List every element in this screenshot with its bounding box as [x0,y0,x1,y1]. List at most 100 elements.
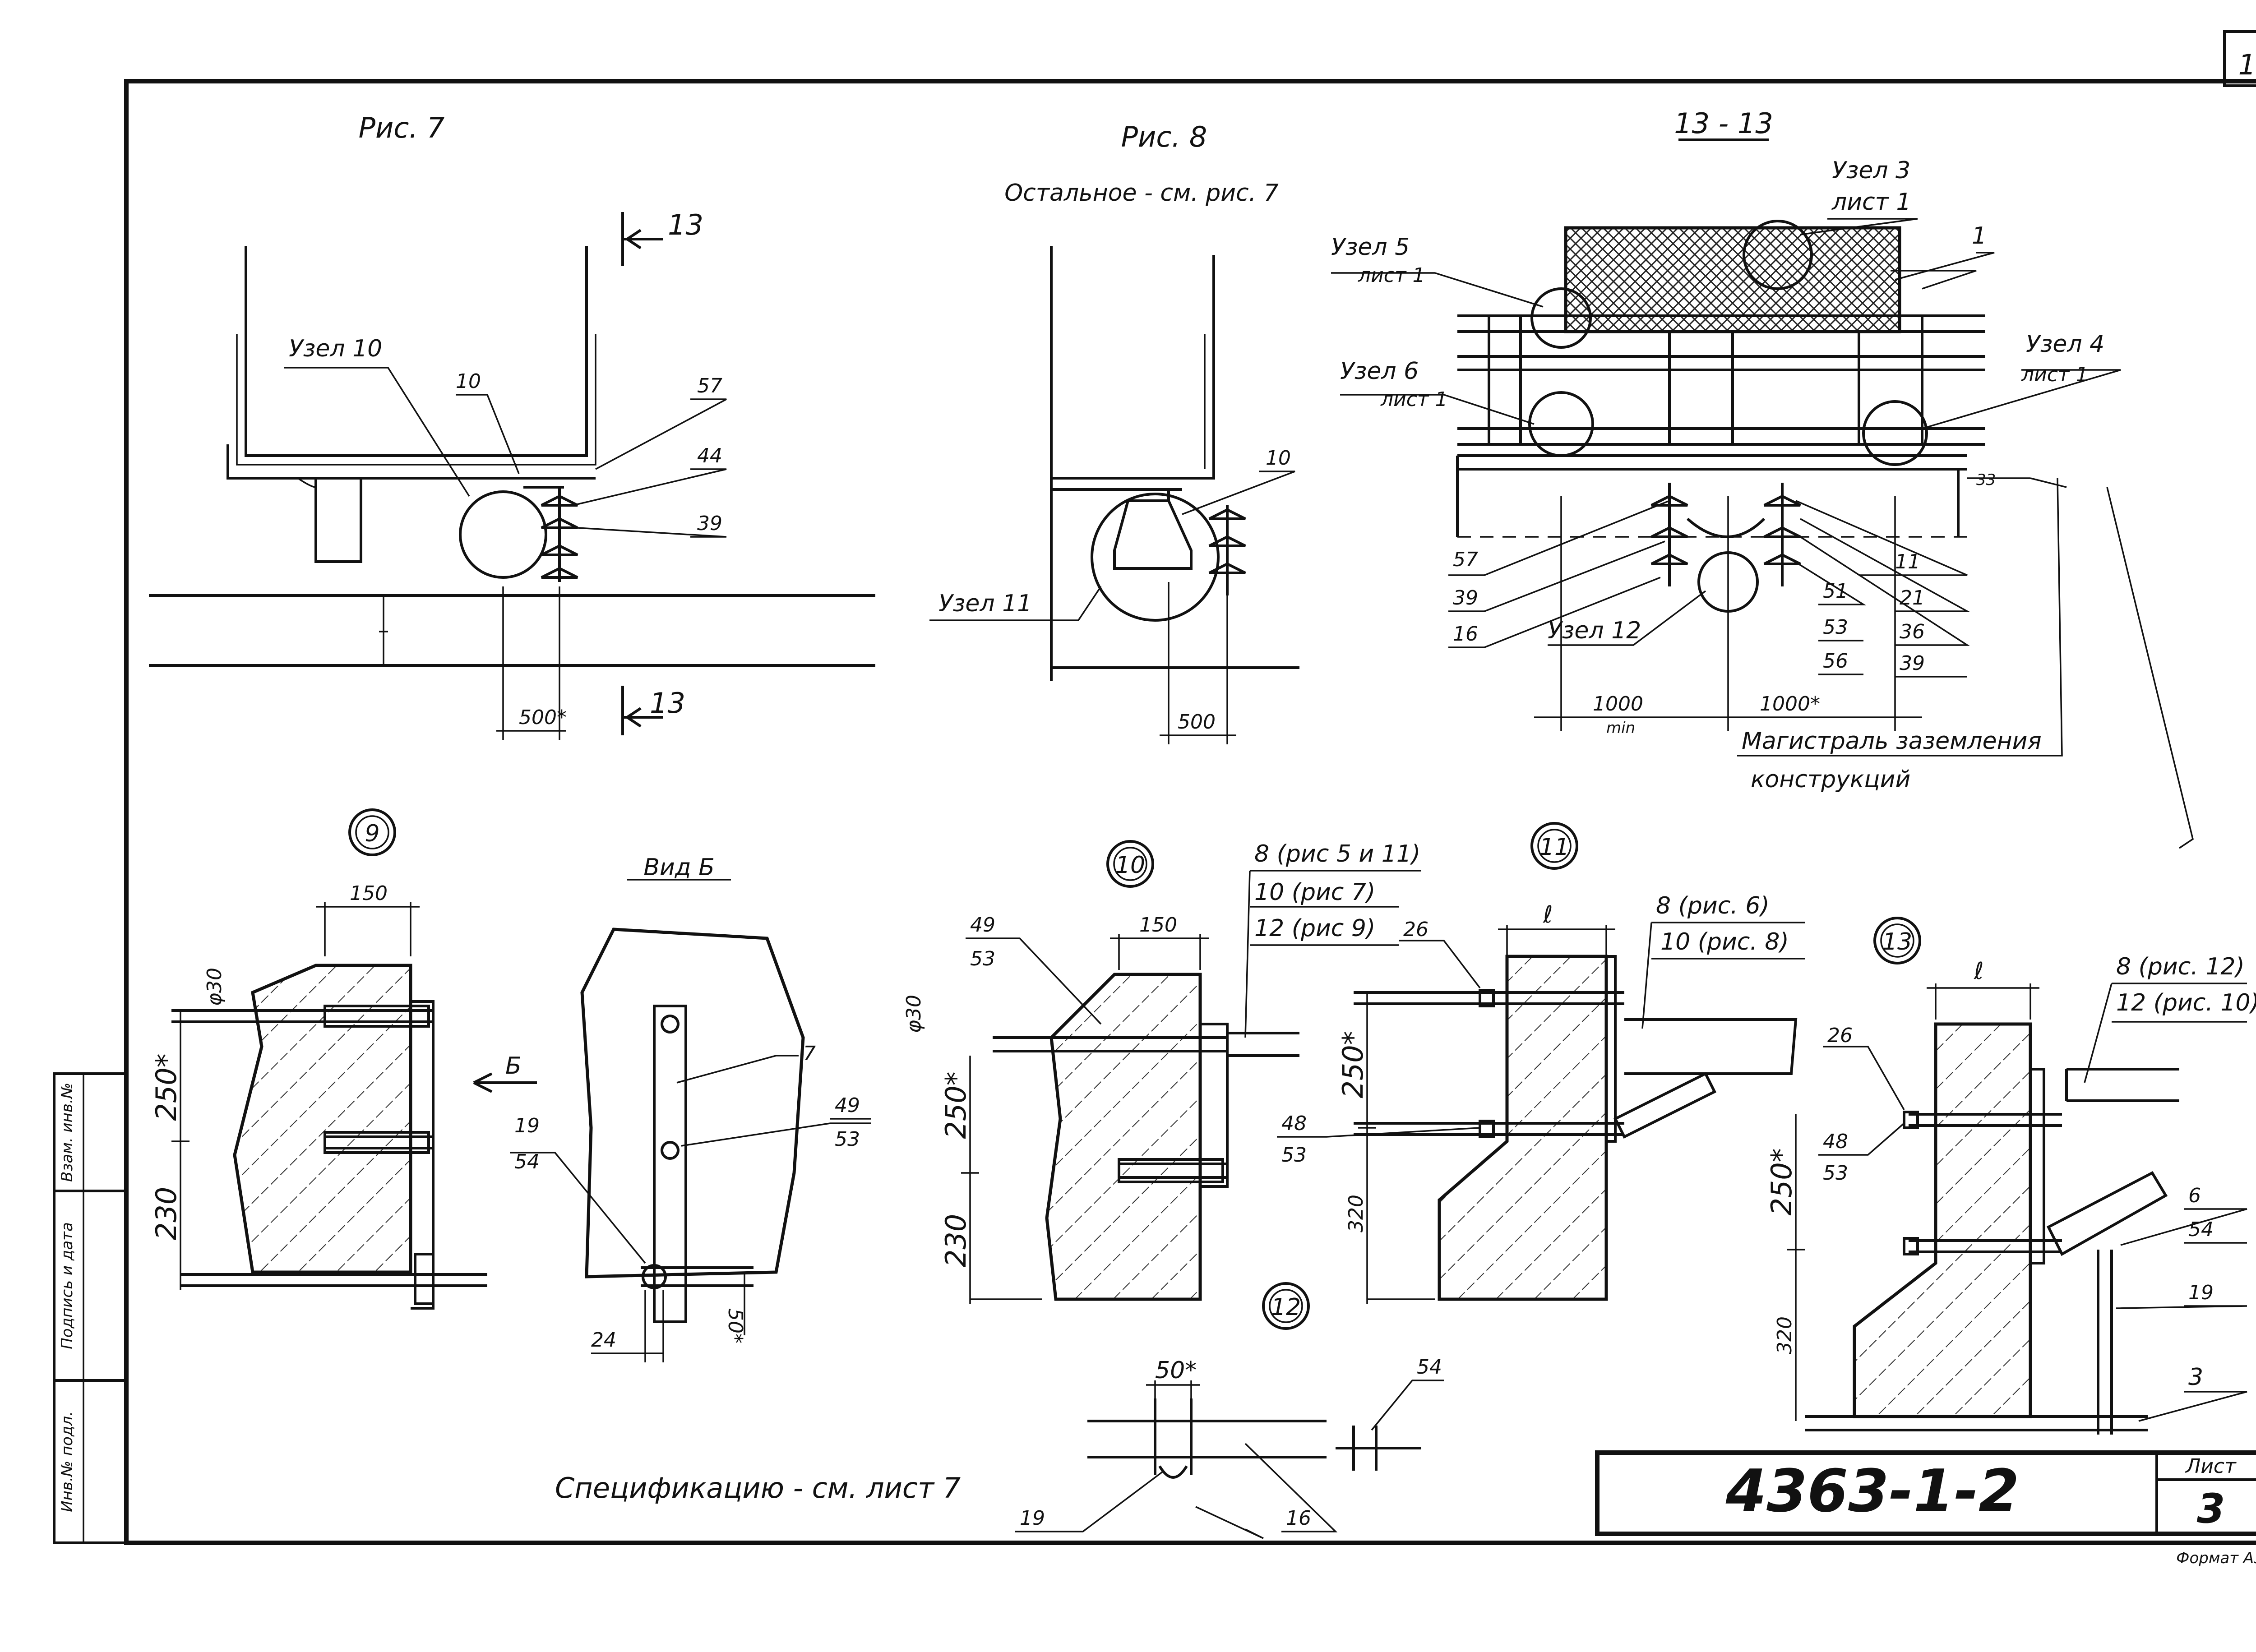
detail-11: 11 ℓ 250* 320 26 48 53 8 (рис. 6) 10 (ри… [1277,822,1805,1304]
svg-text:7: 7 [803,1042,816,1065]
stamp-field-sign: Подпись и дата [58,1222,76,1349]
svg-text:19: 19 [2188,1281,2214,1304]
svg-text:26: 26 [1403,918,1428,941]
svg-text:56: 56 [1823,650,1848,673]
svg-text:6: 6 [2188,1184,2201,1207]
svg-text:13: 13 [650,687,685,720]
svg-text:Узел 12: Узел 12 [1548,617,1641,644]
svg-text:320: 320 [1345,1195,1368,1232]
svg-text:12 (рис. 10): 12 (рис. 10) [2116,989,2256,1016]
sec13-title: 13 - 13 [1674,107,1773,140]
svg-text:3: 3 [2188,1364,2203,1391]
fig8: Рис. 8 Остальное - см. рис. 7 500 Узел 1… [929,120,1299,744]
svg-text:Б: Б [505,1052,522,1080]
svg-text:53: 53 [1281,1144,1307,1167]
svg-text:10 (рис 7): 10 (рис 7) [1254,879,1375,906]
svg-text:φ30: φ30 [203,968,226,1006]
sec13-equipment-box [1564,226,1901,333]
svg-text:Узел 5: Узел 5 [1331,234,1410,261]
svg-text:9: 9 [365,820,379,847]
fig8-node-label: Узел 11 [938,590,1032,617]
svg-text:230: 230 [150,1187,183,1240]
svg-text:лист 1: лист 1 [2021,363,2089,386]
svg-text:19: 19 [514,1114,540,1137]
svg-text:лист 1: лист 1 [1831,189,1911,216]
fig7-node-label: Узел 10 [289,335,382,362]
section-13-13: 13 - 13 1000 min 1000* 33 Узел 3 лист 1 [1331,107,2194,849]
detail-12: 12 50* 54 19 16 [1015,1282,1444,1539]
svg-text:1: 1 [1972,222,1987,249]
ground-line-label: Магистраль заземления [1742,728,2042,755]
svg-text:1000: 1000 [1593,692,1643,715]
fig8-node-circle [1091,493,1220,622]
svg-text:Спецификацию - см. лист 7: Спецификацию - см. лист 7 [555,1472,961,1504]
svg-text:12 (рис 9): 12 (рис 9) [1254,915,1375,942]
fig7-node-circle [459,490,547,579]
svg-text:1000*: 1000* [1760,692,1820,715]
fig8-dim: 500 [1178,711,1216,734]
fig8-title: Рис. 8 [1121,120,1207,153]
svg-text:48: 48 [1823,1130,1848,1153]
svg-text:10: 10 [1115,852,1145,879]
svg-text:250*: 250* [150,1053,183,1121]
svg-text:10 (рис. 8): 10 (рис. 8) [1660,928,1789,955]
svg-text:8 (рис. 12): 8 (рис. 12) [2116,953,2245,980]
svg-text:39: 39 [1900,652,1925,675]
svg-text:8 (рис 5 и 11): 8 (рис 5 и 11) [1254,840,1420,868]
svg-text:230: 230 [939,1214,972,1267]
svg-text:53: 53 [1823,616,1848,639]
svg-text:50*: 50* [724,1308,747,1343]
svg-text:53: 53 [970,947,995,970]
svg-text:8 (рис. 6): 8 (рис. 6) [1656,892,1770,919]
fig8-insulators [1208,505,1246,595]
page-number: 14 [2238,48,2256,81]
svg-text:250*: 250* [939,1071,972,1139]
spec-note: Спецификацию - см. лист 7 [555,1472,961,1504]
svg-text:10: 10 [1266,447,1291,470]
svg-text:Узел 6: Узел 6 [1340,358,1419,385]
svg-text:44: 44 [697,444,722,467]
svg-text:250*: 250* [1765,1148,1798,1215]
svg-text:54: 54 [2188,1218,2214,1241]
fig7-dim: 500* [519,706,567,729]
svg-text:57: 57 [1453,548,1478,571]
svg-text:13: 13 [668,208,703,241]
svg-text:320: 320 [1773,1316,1796,1354]
svg-text:11: 11 [1895,550,1920,573]
svg-text:51: 51 [1823,580,1848,603]
svg-text:11: 11 [1539,834,1569,861]
svg-text:16: 16 [1286,1507,1311,1530]
sheet-frame [53,30,2256,1545]
svg-text:лист 1: лист 1 [1380,388,1448,411]
side-stamp: Инв.№ подл. Подпись и дата Взам. инв.№ [58,1083,76,1512]
detail-10: 10 150 φ30 250* 230 49 53 8 (рис 5 и 11)… [902,840,1421,1304]
svg-text:54: 54 [1417,1356,1442,1379]
fig7-title: Рис. 7 [359,111,445,144]
svg-text:10: 10 [456,370,481,393]
svg-text:24: 24 [591,1329,616,1352]
svg-text:min: min [1606,719,1635,737]
svg-text:13: 13 [1882,928,1912,955]
fig7-insulators [523,486,578,582]
svg-text:16: 16 [1453,623,1478,646]
svg-text:19: 19 [1020,1507,1045,1530]
svg-text:39: 39 [697,512,722,535]
svg-text:Узел 4: Узел 4 [2026,331,2104,358]
svg-text:57: 57 [697,374,722,397]
svg-text:150: 150 [350,882,388,905]
svg-text:26: 26 [1827,1024,1853,1047]
svg-text:φ30: φ30 [902,995,925,1033]
svg-text:53: 53 [1823,1162,1848,1185]
svg-text:лист 1: лист 1 [1358,264,1425,287]
svg-text:49: 49 [970,914,995,937]
svg-text:48: 48 [1281,1112,1307,1135]
svg-text:36: 36 [1900,620,1925,643]
svg-text:50*: 50* [1155,1357,1197,1384]
format-label: Формат А3 [2176,1549,2256,1567]
title-block: 4363-1-2 Лист 3 Формат А3 [1595,1450,2256,1567]
svg-text:39: 39 [1453,586,1478,609]
svg-text:ℓ: ℓ [1974,958,1983,985]
svg-text:21: 21 [1900,586,1925,609]
svg-text:Вид Б: Вид Б [643,854,715,881]
